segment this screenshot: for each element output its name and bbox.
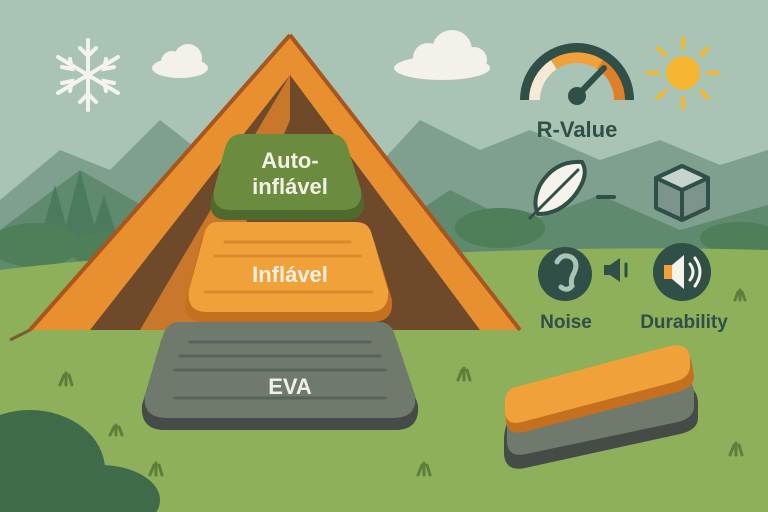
pad-self-inflating-label-line1: Auto- <box>261 148 318 173</box>
pad-inflatable <box>185 222 393 322</box>
bushes-foreground <box>0 410 160 512</box>
speaker-icon <box>653 243 711 301</box>
cloud-left <box>152 44 208 78</box>
pad-inflatable-label: Inflável <box>252 262 328 287</box>
ear-icon <box>538 247 592 301</box>
cube-icon <box>654 164 710 222</box>
pad-self-inflating <box>210 134 365 220</box>
grass-tufts <box>58 288 747 477</box>
pad-eva <box>141 322 419 430</box>
cloud-right <box>394 30 490 80</box>
noise-label: Noise <box>540 312 592 333</box>
pad-self-inflating-label-line2: inflável <box>252 174 328 199</box>
sun-icon <box>646 36 720 110</box>
stacked-pads <box>504 345 698 469</box>
durability-label: Durability <box>640 312 728 333</box>
small-speaker-icon <box>604 258 628 282</box>
r-value-label: R-Value <box>537 117 618 142</box>
bushes-right <box>455 208 768 254</box>
feather-icon <box>528 159 587 220</box>
gauge-icon <box>520 43 634 105</box>
pad-eva-label: EVA <box>268 374 312 399</box>
snowflake-icon <box>56 38 120 112</box>
